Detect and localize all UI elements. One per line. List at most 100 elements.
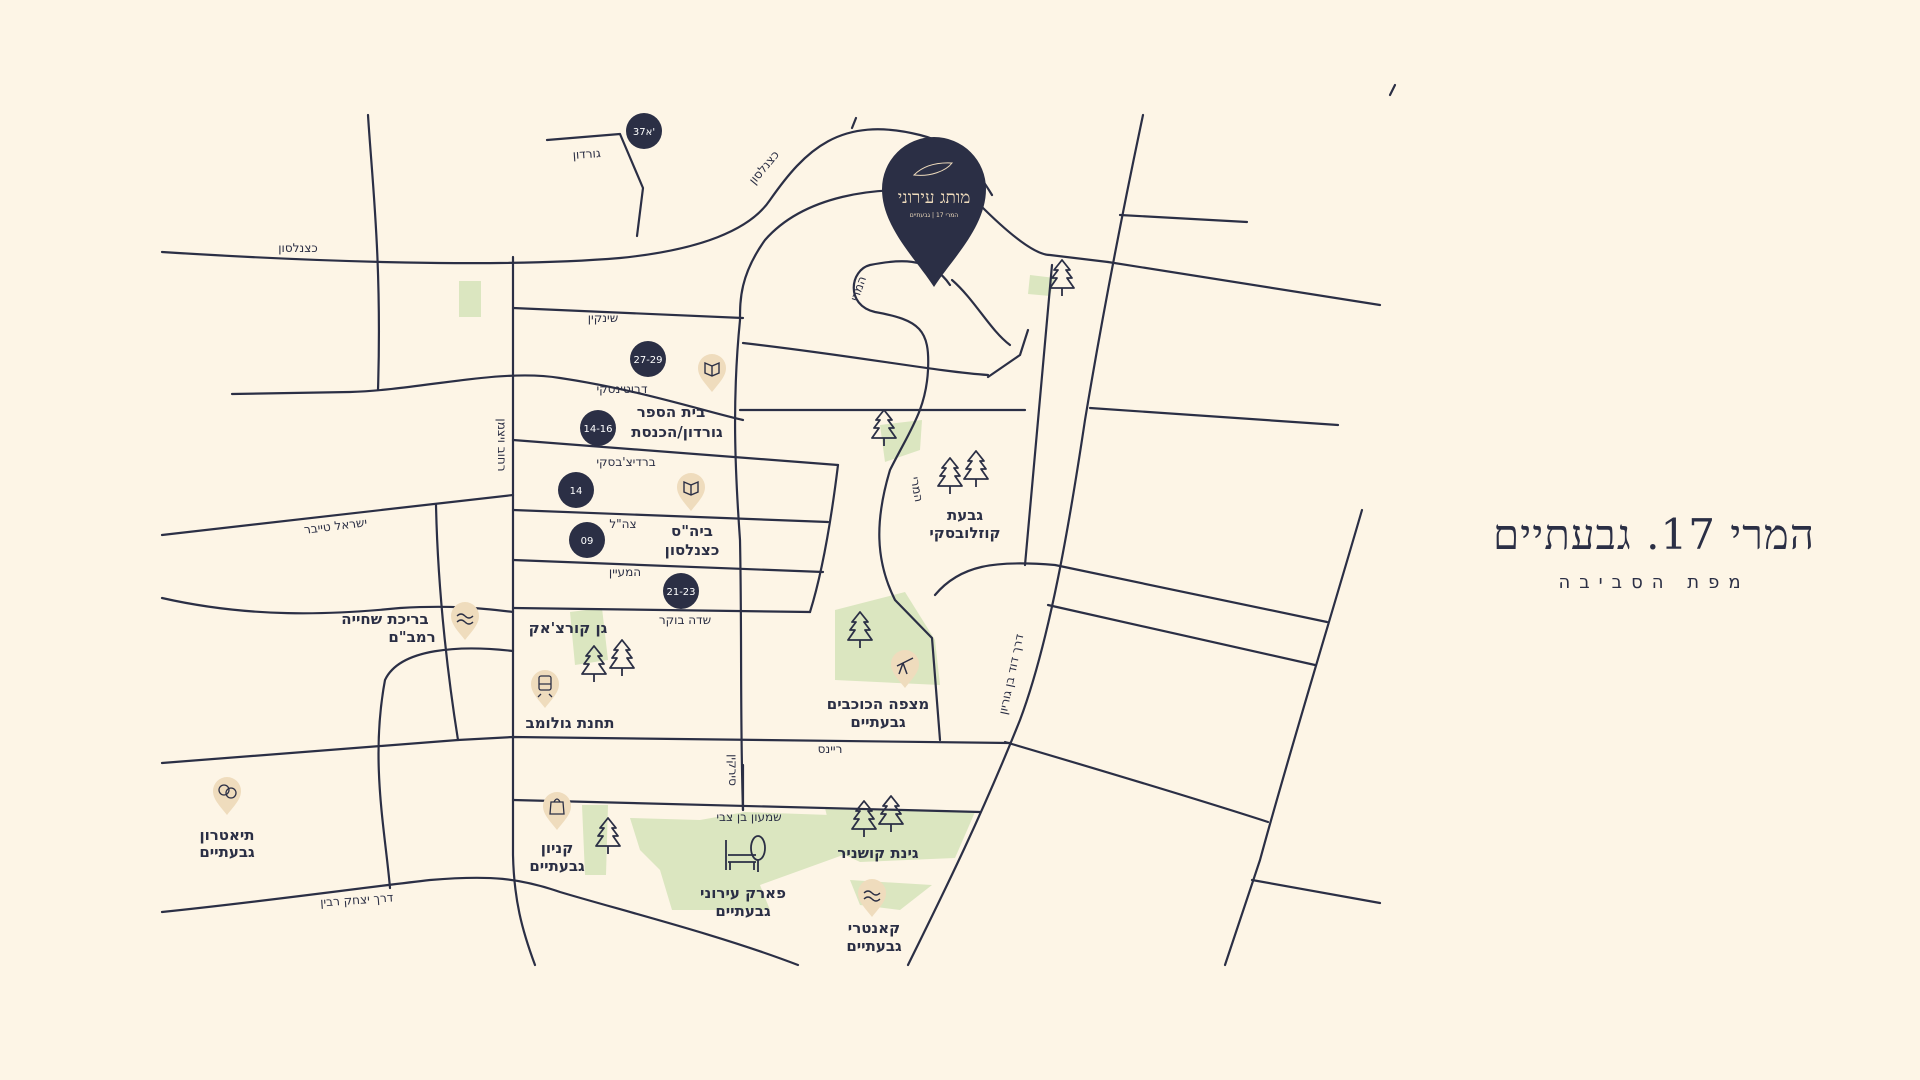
bench-tree-icon <box>725 835 766 872</box>
road-gordon-spur <box>545 132 645 238</box>
tree-icon <box>871 409 897 446</box>
project-location-pin[interactable]: מותג עירוני המרי 17 | גבעתיים <box>882 137 986 287</box>
label-golomb: תחנת גולומב <box>526 714 615 732</box>
tree-icon <box>1049 259 1075 296</box>
road-weizmann <box>511 255 537 967</box>
building-badges[interactable]: 37א' 27-29 14-16 14 09 21-23 <box>558 113 699 609</box>
road-katznelson-main <box>160 128 994 265</box>
page-title: המרי 17. גבעתיים <box>1493 510 1815 559</box>
tree-icon <box>609 639 635 676</box>
road-dubotinski <box>230 374 745 422</box>
road-katznelson-north <box>850 116 858 130</box>
road-tzahal <box>511 508 830 524</box>
page-subtitle: מפת הסביבה <box>1558 572 1750 593</box>
road-far-east-diag <box>1223 508 1364 967</box>
road-east-5 <box>1046 603 1317 667</box>
road-west-arc <box>733 318 745 812</box>
road-east-3 <box>1088 406 1340 427</box>
street-labels: גורדון כצנלסון כצנלסון שינקין דבוטינסקי … <box>278 146 1026 910</box>
telescope-marker-icon <box>891 650 919 688</box>
svg-text:09: 09 <box>581 536 594 547</box>
svg-text:21-23: 21-23 <box>666 587 695 598</box>
pool-marker-icon <box>451 602 479 640</box>
label-dubotinski: דבוטינסקי <box>596 382 647 396</box>
book-marker-icon <box>677 473 705 511</box>
road-sde-boker <box>511 606 812 614</box>
tree-icon <box>937 457 963 494</box>
label-weizmann: רחוב ויצמן <box>495 418 509 471</box>
road-east-vertical-1 <box>906 113 1145 967</box>
label-hameri-mid: המרי <box>908 476 926 503</box>
svg-text:27-29: 27-29 <box>633 355 662 366</box>
badge-09: 09 <box>569 522 605 558</box>
label-hamaayan: המעיין <box>609 565 641 579</box>
svg-text:14-16: 14-16 <box>583 424 612 435</box>
train-marker-icon <box>531 670 559 708</box>
park-mall <box>582 805 608 875</box>
road-israel-taiber <box>160 493 515 537</box>
tree-icon <box>595 817 621 854</box>
road-hameri-east <box>986 328 1030 379</box>
pin-brand: מותג עירוני <box>898 188 971 208</box>
road-hamaayan <box>511 558 825 574</box>
road-reines <box>160 735 1012 765</box>
park-hameri-north <box>1028 275 1055 296</box>
road-east-2 <box>1118 213 1249 224</box>
pin-tagline: המרי 17 | גבעתיים <box>910 212 959 219</box>
badge-27-29: 27-29 <box>630 341 666 377</box>
road-dubotinski-east <box>741 341 990 377</box>
road-east-top <box>978 203 1110 264</box>
svg-text:37א': 37א' <box>633 127 655 138</box>
park-ironi <box>630 812 843 910</box>
park-kozlovski-north <box>880 420 922 462</box>
badge-37a: 37א' <box>626 113 662 149</box>
label-shenkin: שינקין <box>588 311 618 325</box>
label-hameri-top: המרי <box>847 274 869 303</box>
theater-marker-icon <box>213 777 241 815</box>
label-reines: ריינס <box>818 742 843 756</box>
pool-marker-icon <box>858 879 886 917</box>
tree-icon <box>581 645 607 682</box>
badge-14: 14 <box>558 472 594 508</box>
tree-icon <box>878 795 904 832</box>
road-rabin <box>160 876 800 967</box>
road-east-6 <box>1003 740 1270 824</box>
road-east-4 <box>933 562 1329 624</box>
road-hameri-link <box>950 278 1012 347</box>
label-sde-boker: שדה בוקר <box>659 613 711 627</box>
road-pool-loop <box>377 647 515 890</box>
badge-14-16: 14-16 <box>580 410 616 446</box>
road-east-1 <box>1106 260 1382 307</box>
svg-text:14: 14 <box>570 486 583 497</box>
road-east-7 <box>1250 878 1382 905</box>
book-marker-icon <box>698 354 726 392</box>
road-shimon <box>511 798 982 814</box>
park-observatory <box>835 592 940 685</box>
park-weizmann <box>459 281 481 317</box>
leaf-icon <box>912 162 954 176</box>
label-katznelson-left: כצנלסון <box>278 241 317 255</box>
label-shimon-ben-tzvi: שמעון בן צבי <box>716 810 781 824</box>
road-east-loop <box>808 463 840 614</box>
label-tzahal: צה"ל <box>609 517 636 531</box>
road-berdichevski <box>511 438 840 467</box>
label-korczak: גן קורצ'אק <box>529 619 608 637</box>
label-ben-gurion: דרך דוד בן גוריון <box>996 632 1027 716</box>
road-hameri-loop <box>852 260 952 742</box>
label-berdichevski: ברדיצ'בסקי <box>596 455 655 469</box>
label-ginat-koshnir: גינת קושניר <box>837 844 918 862</box>
trees <box>581 259 1075 872</box>
road-western-vertical <box>366 113 381 392</box>
